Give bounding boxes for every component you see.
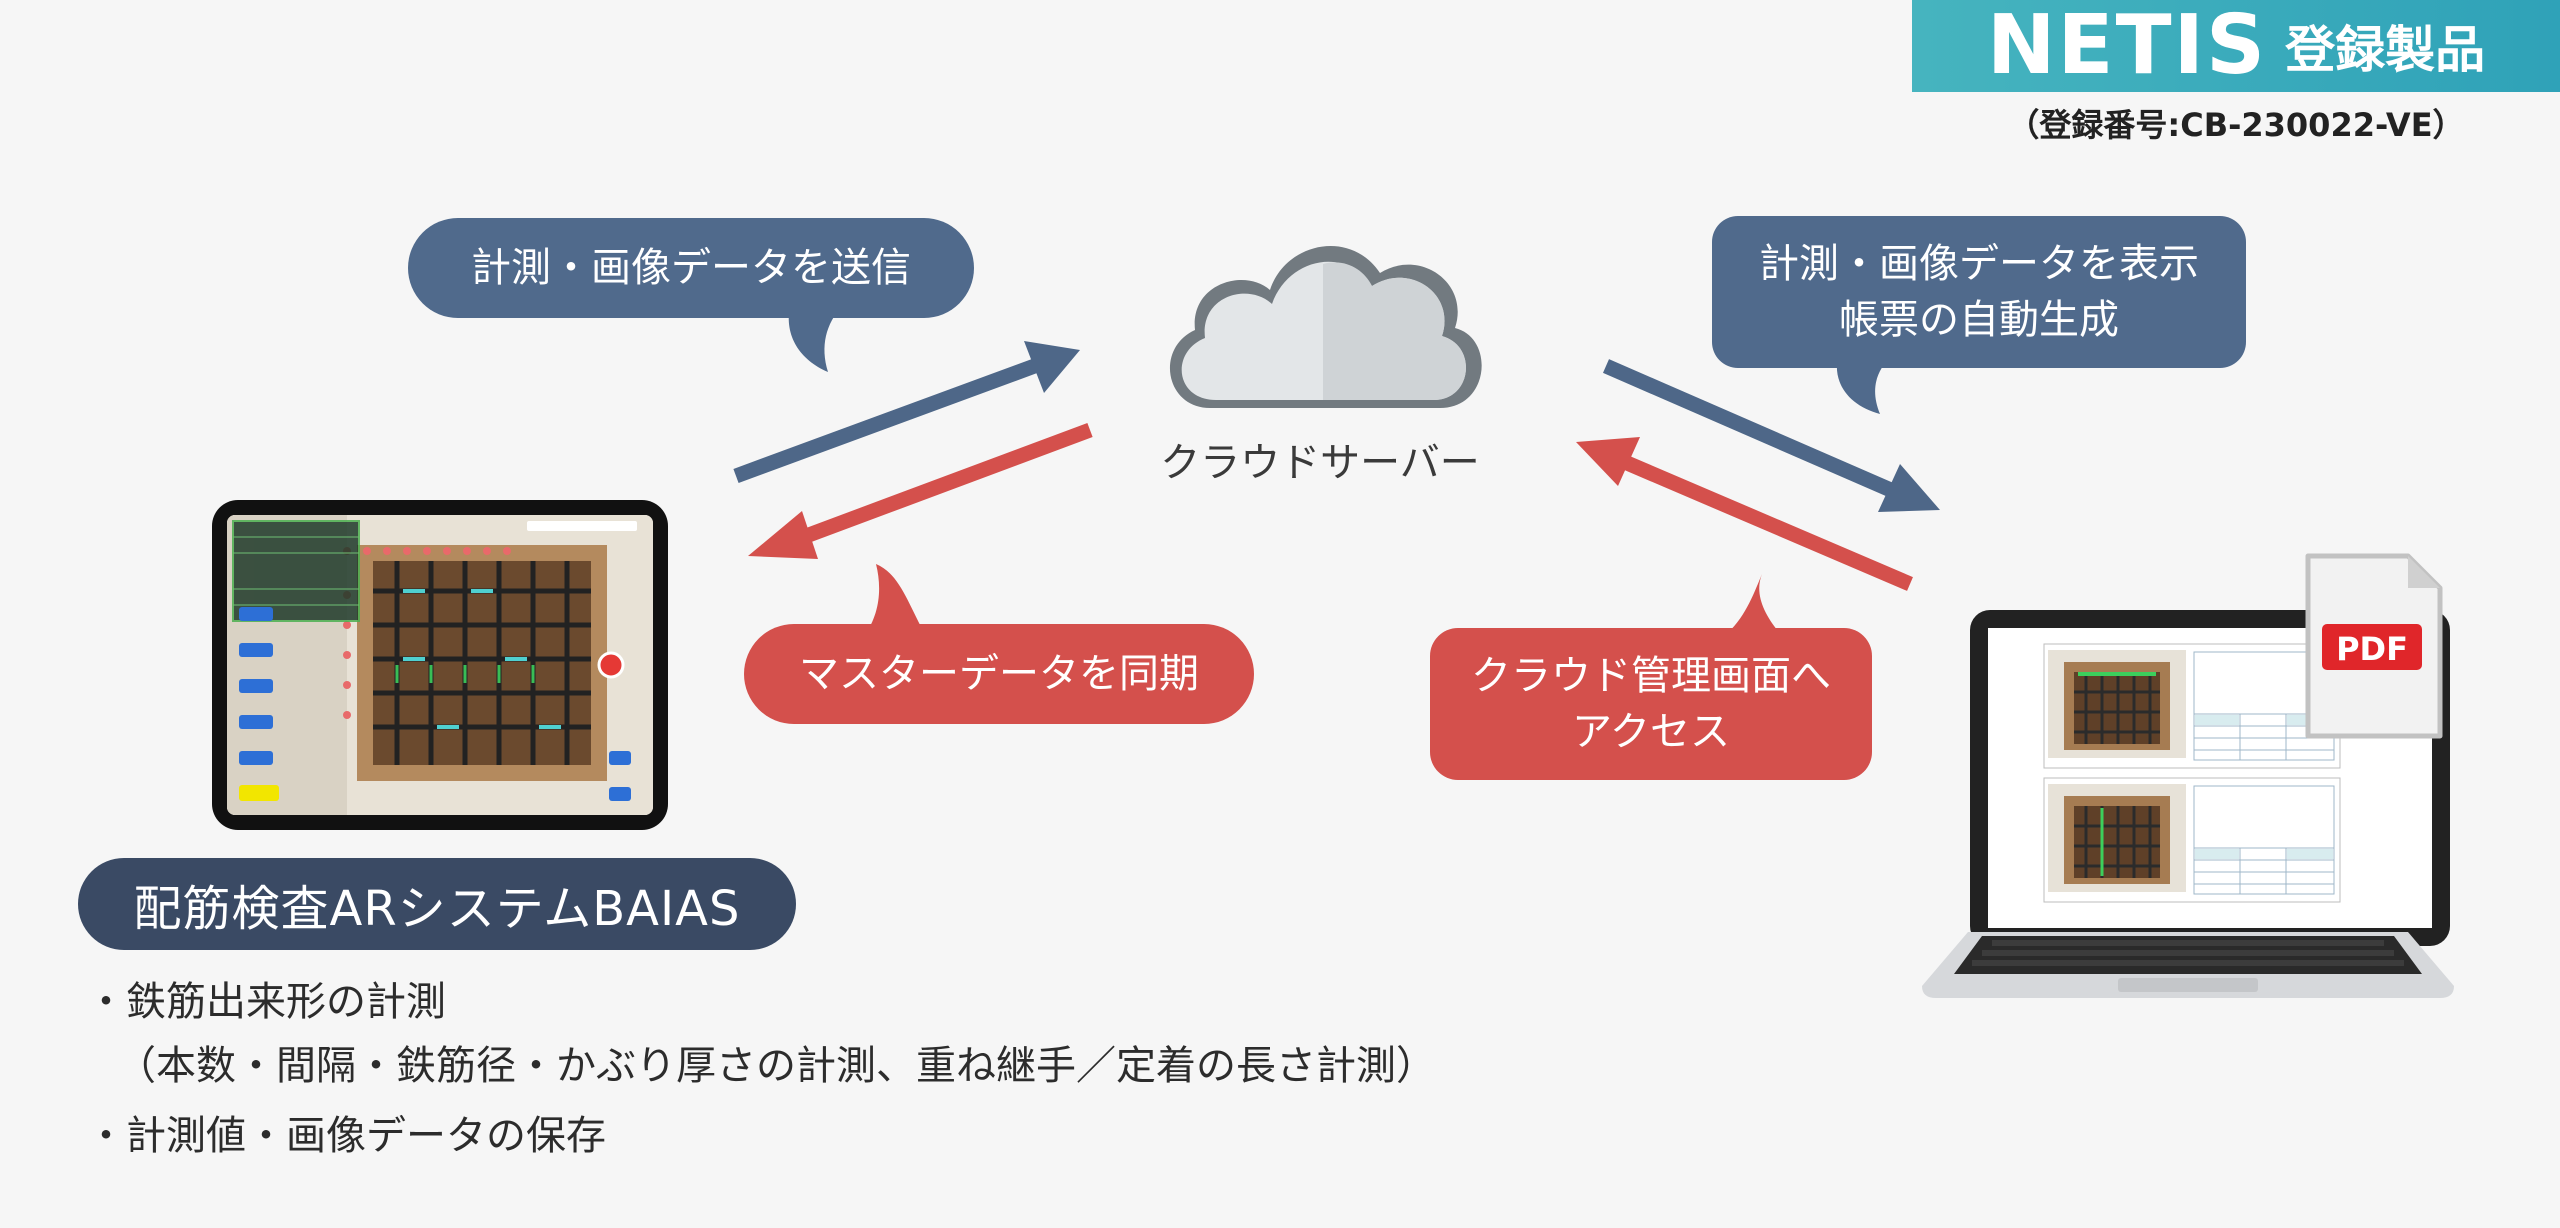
report-page-1	[2043, 643, 2341, 769]
arrow-tablet-to-cloud	[733, 341, 1080, 484]
bubble-send-text: 計測・画像データを送信	[471, 245, 911, 291]
pdf-file-icon	[2305, 553, 2443, 739]
registration-number: （登録番号:CB-230022-VE）	[2007, 106, 2465, 144]
cloud-icon	[1169, 245, 1482, 408]
laptop-keyboard-base	[1922, 932, 2454, 998]
bubble-sync-text: マスターデータを同期	[799, 651, 1199, 697]
bubble-display-line1: 計測・画像データを表示	[1759, 241, 2199, 287]
bubble-access-line1: クラウド管理画面へ	[1471, 653, 1831, 699]
netis-subtitle: 登録製品	[2285, 21, 2486, 79]
bubble-sync-master: マスターデータを同期	[744, 624, 1254, 724]
system-title: 配筋検査ARシステムBAIAS	[78, 858, 796, 950]
arrow-cloud-to-tablet	[748, 422, 1093, 559]
bubble-access-tail	[1722, 574, 1784, 638]
netis-title: NETIS	[1986, 0, 2268, 93]
laptop-screen	[1988, 628, 2432, 928]
bubble-send-tail	[788, 306, 842, 372]
pdf-label: PDF	[2336, 630, 2408, 668]
bubble-send-data: 計測・画像データを送信	[408, 218, 974, 318]
bubble-display-tail	[1836, 356, 1892, 414]
feature-item-detail: （本数・間隔・鉄筋径・かぶり厚さの計測、重ね継手／定着の長さ計測）	[116, 1043, 1436, 1089]
arrow-laptop-to-cloud	[1576, 437, 1913, 591]
bubble-access-line2: アクセス	[1572, 709, 1730, 755]
report-page-2	[2043, 777, 2341, 903]
tablet-screen	[227, 515, 653, 815]
laptop-device	[1970, 610, 2450, 946]
tablet-device	[212, 500, 668, 830]
ar-inspection-screenshot	[227, 515, 653, 815]
arrow-cloud-to-laptop	[1603, 359, 1940, 512]
feature-item: ・計測値・画像データの保存	[86, 1113, 606, 1159]
bubble-sync-tail	[864, 564, 926, 636]
bubble-cloud-access: クラウド管理画面へ アクセス	[1430, 628, 1872, 780]
cloud-shape	[1169, 245, 1482, 408]
bubble-display-data: 計測・画像データを表示 帳票の自動生成	[1712, 216, 2246, 368]
netis-badge: NETIS 登録製品	[1912, 0, 2560, 92]
cloud-server-label: クラウドサーバー	[1160, 440, 1480, 486]
bubble-display-line2: 帳票の自動生成	[1839, 297, 2119, 343]
feature-item: ・鉄筋出来形の計測	[86, 979, 446, 1025]
feature-list: ・鉄筋出来形の計測 （本数・間隔・鉄筋径・かぶり厚さの計測、重ね継手／定着の長さ…	[86, 970, 1436, 1168]
